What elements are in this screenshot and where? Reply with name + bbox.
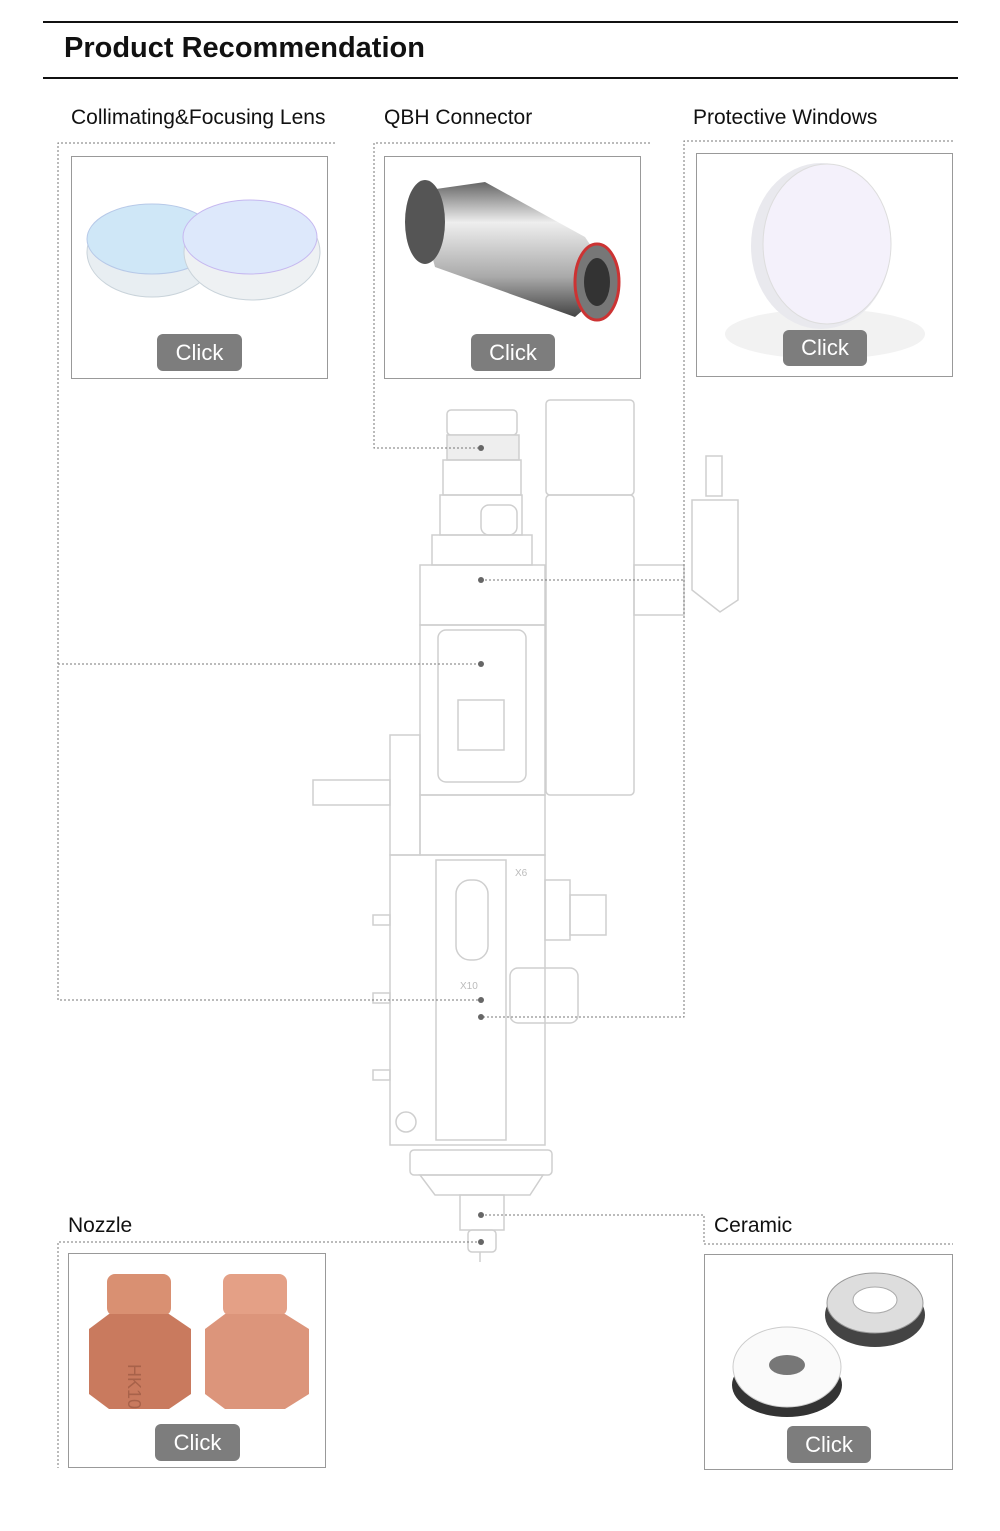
- product-card-protective-windows[interactable]: Click: [696, 153, 953, 377]
- laser-head-outline: [312, 399, 739, 1262]
- leader-dots: [478, 445, 484, 1245]
- qbh-connector-image: [405, 180, 621, 322]
- lens-click-button[interactable]: Click: [157, 334, 242, 371]
- lens-image: [86, 199, 321, 301]
- diagram-label-x10: X10: [460, 981, 478, 992]
- product-card-qbh[interactable]: Click: [384, 156, 641, 379]
- nozzle-click-button[interactable]: Click: [155, 1424, 240, 1461]
- protective-windows-click-button[interactable]: Click: [783, 330, 867, 366]
- protective-window-image: [725, 163, 925, 359]
- leader-lines: [57, 140, 953, 1468]
- product-label-qbh: QBH Connector: [384, 106, 533, 129]
- product-card-lens[interactable]: Click: [71, 156, 328, 379]
- product-card-ceramic[interactable]: Click: [704, 1254, 953, 1470]
- product-label-ceramic: Ceramic: [714, 1214, 793, 1237]
- ceramic-click-button[interactable]: Click: [787, 1426, 871, 1463]
- qbh-click-button[interactable]: Click: [471, 334, 555, 371]
- ceramic-image: [732, 1272, 925, 1417]
- nozzle-marking: HK10: [124, 1364, 144, 1409]
- page-title: Product Recommendation: [64, 32, 425, 64]
- diagram-label-x6: X6: [515, 868, 528, 879]
- nozzle-image: HK10: [89, 1274, 309, 1409]
- product-label-protective-windows: Protective Windows: [693, 106, 878, 129]
- header-bottom-rule: [43, 77, 958, 79]
- product-label-nozzle: Nozzle: [68, 1214, 133, 1237]
- product-card-nozzle[interactable]: HK10 Click: [68, 1253, 326, 1468]
- header-top-rule: [43, 21, 958, 23]
- product-label-lens: Collimating&Focusing Lens: [71, 106, 326, 129]
